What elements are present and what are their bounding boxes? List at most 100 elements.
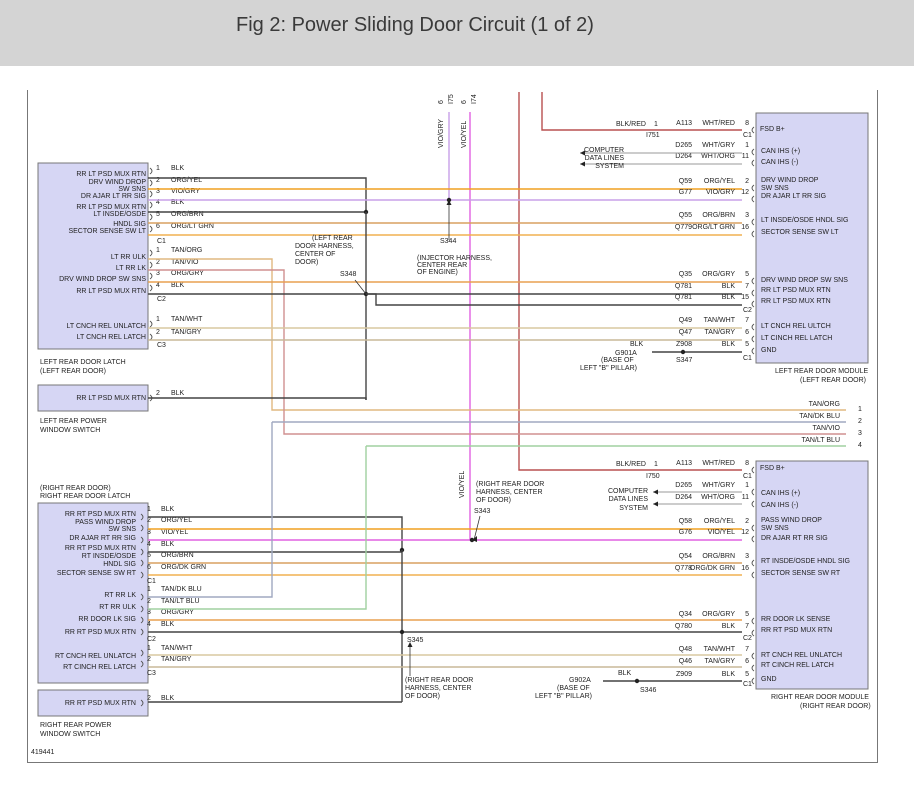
left-module-wire-color: BLK (722, 294, 736, 301)
right-latch-c1-pin: 5 (147, 552, 151, 559)
right-latch-c1-pin: 1 (147, 506, 151, 513)
right-latch-c1-color: ORG/BRN (161, 552, 194, 559)
right-module-circuit: Q58 (679, 518, 692, 525)
left-latch-c1-color: BLK (171, 199, 185, 206)
left-latch-c1-color: ORG/LT GRN (171, 223, 214, 230)
right-latch-c1-color: BLK (161, 506, 175, 513)
left-module-pin-label: LT INSDE/OSDE HNDL SIG (761, 217, 848, 224)
left-module-conn: C1 (743, 355, 752, 362)
connector-chevron (149, 284, 153, 292)
right-module-circuit: Q54 (679, 553, 692, 560)
s343-label: OF DOOR) (476, 497, 511, 504)
data-arrow (580, 161, 585, 167)
module-connector-chevron (751, 335, 755, 343)
right-module-pin-label: PASS WIND DROP (761, 517, 822, 524)
right-latch-c2-color: BLK (161, 621, 175, 628)
left-latch-c2-pin: 2 (156, 259, 160, 266)
vio-gry-label: VIO/GRY (438, 119, 445, 148)
left-module-pin-label: LT CNCH REL ULTCH (761, 323, 831, 330)
right-latch-c2-label: C2 (147, 636, 156, 643)
left-latch-c1-color: VIO/GRY (171, 188, 200, 195)
left-module-pin-label: RR LT PSD MUX RTN (761, 287, 831, 294)
right-module-pin-label: RR RT PSD MUX RTN (761, 627, 832, 634)
left-module-pin-label: GND (761, 347, 777, 354)
connector-chevron (140, 524, 144, 532)
s345-label: (RIGHT REAR DOOR (405, 677, 473, 684)
left-module-pin-label: SECTOR SENSE SW LT (761, 229, 839, 236)
s346-label: S346 (640, 687, 656, 694)
left-module-circuit: Q49 (679, 317, 692, 324)
cross-wire-color: TAN/DK BLU (799, 413, 840, 420)
right-module-pin-label: CAN IHS (-) (761, 502, 798, 509)
right-latch-c2-pin: 4 (147, 621, 151, 628)
right-module-wire-color: WHT/GRY (702, 482, 735, 489)
right-module-wire-color: WHT/ORG (701, 494, 735, 501)
right-latch-c3-color: TAN/WHT (161, 645, 193, 652)
left-data-lines-label: COMPUTER (584, 147, 624, 154)
left-module-pin-label: LT CINCH REL LATCH (761, 335, 832, 342)
right-module-wire-color: TAN/GRY (705, 658, 736, 665)
right-module-wire-color: BLK (722, 623, 736, 630)
left-rear-door-module-box (755, 112, 869, 364)
right-module-wire-color: ORG/GRY (702, 611, 735, 618)
left-latch-pin-label: HNDL SIG (113, 221, 146, 228)
s344-label: S344 (440, 238, 456, 245)
connector-chevron (140, 513, 144, 521)
module-connector-chevron (751, 535, 755, 543)
right-module-pin-label: DR AJAR RT RR SIG (761, 535, 828, 542)
s344-label: CENTER REAR (417, 262, 467, 269)
right-latch-pin-label: RT INSDE/OSDE (82, 553, 137, 560)
module-connector-chevron (751, 218, 755, 226)
s343-label: HARNESS, CENTER (476, 489, 543, 496)
left-feed-color: BLK/RED (616, 121, 646, 128)
right-module-pin: 6 (745, 658, 749, 665)
cross-wire-color: TAN/VIO (813, 425, 841, 432)
left-latch-pin-label: LT RR ULK (111, 254, 146, 261)
right-latch-pin-label: RT CINCH REL LATCH (63, 664, 136, 671)
s345-label: HARNESS, CENTER (405, 685, 472, 692)
figure-id: 419441 (31, 749, 54, 756)
left-module-circuit: Z908 (676, 341, 692, 348)
right-module-conn: C2 (743, 635, 752, 642)
s345-arrow (407, 642, 413, 647)
left-latch-c1-pin: 3 (156, 188, 160, 195)
s344-label: OF ENGINE) (417, 269, 458, 276)
right-module-pin: 11 (742, 494, 749, 501)
left-latch-c2-color: TAN/ORG (171, 247, 202, 254)
connector-chevron (140, 660, 144, 668)
left-module-sub: (LEFT REAR DOOR) (800, 377, 866, 384)
right-module-pin: 1 (745, 482, 749, 489)
right-module-circuit: D265 (675, 482, 692, 489)
left-module-circuit: D264 (675, 153, 692, 160)
connector-chevron (140, 616, 144, 624)
right-gnd-color: BLK (618, 670, 632, 677)
s348-label: S348 (340, 271, 356, 278)
right-gnd-note: (BASE OF (557, 685, 590, 692)
left-latch-c1-label: C1 (157, 238, 166, 245)
left-module-wire-color: WHT/GRY (702, 142, 735, 149)
left-latch-pin-label: LT CNCH REL LATCH (77, 334, 146, 341)
left-latch-name: LEFT REAR DOOR LATCH (40, 359, 126, 366)
tan-org-cross-wire (148, 258, 846, 411)
right-module-circuit: Q46 (679, 658, 692, 665)
right-latch-pin-label: DR AJAR RT RR SIG (69, 535, 136, 542)
left-module-wire-color: ORG/LT GRN (692, 224, 735, 231)
connector-chevron (149, 190, 153, 198)
left-module-wire-color: VIO/GRY (706, 189, 735, 196)
left-module-pin: 12 (741, 189, 749, 196)
left-module-pin: 11 (742, 153, 749, 160)
right-latch-c1-pin: 2 (147, 517, 151, 524)
right-window-pin: 2 (147, 695, 151, 702)
left-module-pin-label: CAN IHS (-) (761, 159, 798, 166)
left-gnd-note: (BASE OF (601, 357, 634, 364)
left-latch-sub: (LEFT REAR DOOR) (40, 368, 106, 375)
s343-arrow (472, 536, 477, 542)
module-connector-chevron (751, 323, 755, 331)
left-module-pin: 2 (745, 178, 749, 185)
connector-chevron (140, 559, 144, 567)
s348-label: (LEFT REAR (312, 235, 353, 242)
right-latch-c2-color: TAN/LT BLU (161, 598, 200, 605)
right-latch-c3-color: TAN/GRY (161, 656, 192, 663)
right-window-switch-box (37, 689, 149, 717)
right-latch-pin-label: SECTOR SENSE SW RT (57, 570, 137, 577)
